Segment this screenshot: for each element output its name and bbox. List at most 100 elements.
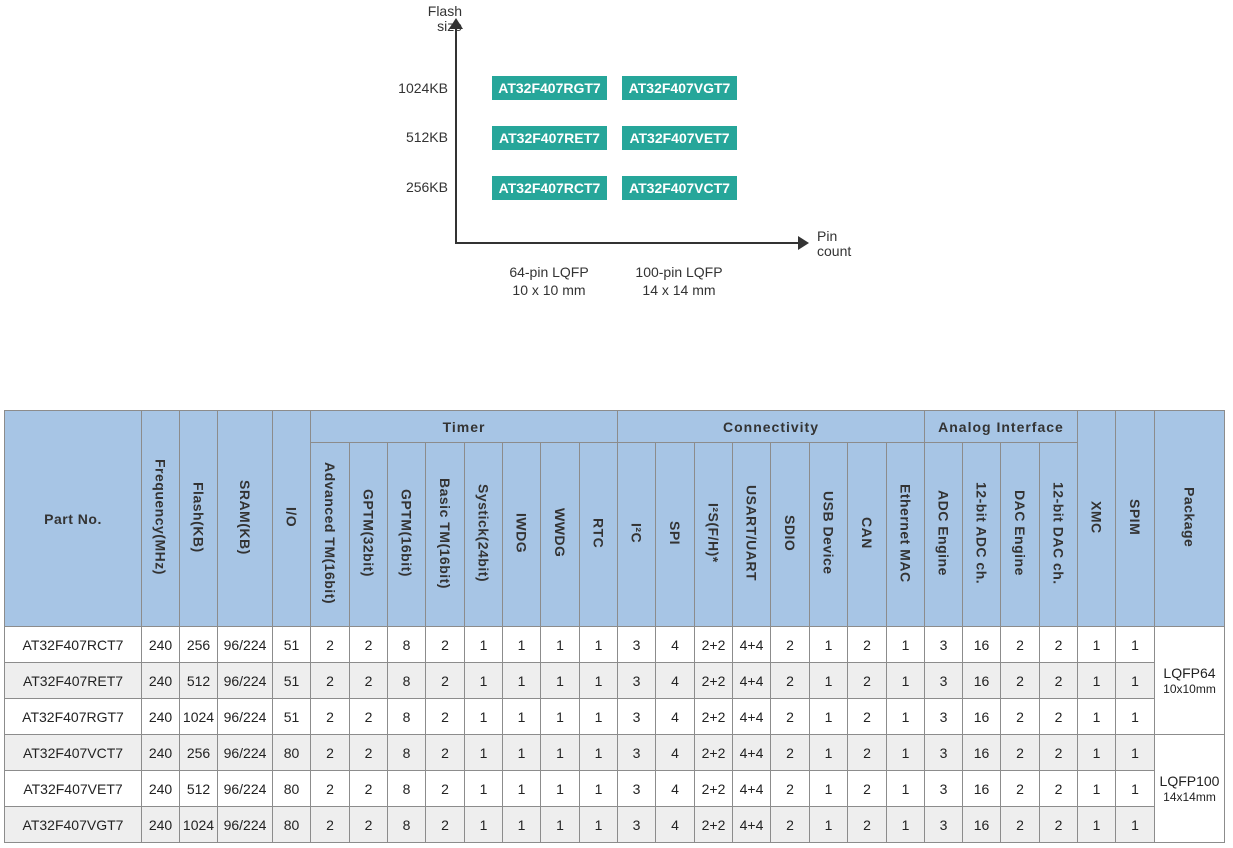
table-cell: 240 bbox=[141, 806, 180, 843]
chip-at32f407vet7[interactable]: AT32F407VET7 bbox=[622, 126, 737, 150]
table-cell: 1 bbox=[886, 734, 925, 771]
chip-at32f407vct7[interactable]: AT32F407VCT7 bbox=[622, 176, 737, 200]
col-header-flash: Flash(KB) bbox=[179, 410, 218, 627]
table-cell: 2 bbox=[770, 806, 810, 843]
col-header-label: Basic TM(16bit) bbox=[437, 477, 453, 589]
y-axis-title-line1: Flash bbox=[427, 3, 462, 19]
package-label-line1: 64-pin LQFP bbox=[509, 264, 589, 280]
flash-level-label: 256KB bbox=[405, 179, 448, 195]
table-cell: 2 bbox=[349, 770, 388, 807]
package-label-line2: 10 x 10 mm bbox=[512, 282, 586, 298]
table-cell: 1 bbox=[886, 626, 925, 663]
col-header-label: ADC Engine bbox=[935, 490, 952, 576]
table-cell: 2 bbox=[847, 734, 887, 771]
table-cell: 2 bbox=[1000, 698, 1040, 735]
table-cell: 2 bbox=[425, 662, 465, 699]
table-cell: 240 bbox=[141, 770, 180, 807]
table-cell: 96/224 bbox=[217, 626, 273, 663]
col-header-gptm16: GPTM(16bit) bbox=[387, 442, 426, 627]
table-cell: 1 bbox=[502, 698, 541, 735]
table-cell: 1 bbox=[1077, 770, 1116, 807]
table-cell: 80 bbox=[272, 734, 311, 771]
part-number-cell: AT32F407VET7 bbox=[4, 770, 142, 807]
chip-at32f407rct7[interactable]: AT32F407RCT7 bbox=[492, 176, 607, 200]
table-cell: 2 bbox=[770, 626, 810, 663]
table-cell: 4 bbox=[655, 734, 695, 771]
table-cell: 1 bbox=[809, 662, 848, 699]
col-header-ethernet-mac: Ethernet MAC bbox=[886, 442, 925, 627]
table-cell: 16 bbox=[962, 770, 1001, 807]
table-cell: 4 bbox=[655, 662, 695, 699]
col-header-label: I/O bbox=[283, 506, 300, 528]
table-cell: 2 bbox=[310, 626, 350, 663]
table-cell: 2+2 bbox=[694, 734, 733, 771]
table-cell: 512 bbox=[179, 662, 218, 699]
header-group-row: Part No. Frequency(MHz) Flash(KB) SRAM(K… bbox=[4, 410, 1225, 627]
table-cell: 1 bbox=[464, 806, 503, 843]
col-header-usb-device: USB Device bbox=[809, 442, 848, 627]
table-cell: 2 bbox=[1000, 734, 1040, 771]
table-cell: 2 bbox=[310, 806, 350, 843]
table-cell: 1 bbox=[1077, 734, 1116, 771]
group-header-timer: Timer bbox=[310, 410, 618, 443]
table-cell: 1 bbox=[502, 734, 541, 771]
table-cell: 4+4 bbox=[732, 662, 771, 699]
table-cell: 1 bbox=[1115, 770, 1155, 807]
table-cell: 1 bbox=[540, 626, 580, 663]
table-cell: 2 bbox=[1039, 770, 1078, 807]
table-cell: 2 bbox=[1000, 806, 1040, 843]
package-label-64pin: 64-pin LQFP 10 x 10 mm bbox=[479, 263, 619, 299]
table-cell: 2 bbox=[1000, 662, 1040, 699]
table-cell: 2 bbox=[770, 698, 810, 735]
table-cell: 256 bbox=[179, 626, 218, 663]
table-cell: 1 bbox=[1115, 698, 1155, 735]
table-cell: 3 bbox=[924, 698, 963, 735]
part-selector-diagram: Flash size Pin count 1024KB 512KB 256KB … bbox=[0, 0, 1233, 320]
flash-level-label: 1024KB bbox=[398, 80, 448, 96]
col-header-label: GPTM(32bit) bbox=[360, 489, 377, 577]
table-cell: 2 bbox=[847, 662, 887, 699]
table-cell: 1 bbox=[579, 662, 618, 699]
table-cell: 96/224 bbox=[217, 662, 273, 699]
table-cell: 256 bbox=[179, 734, 218, 771]
table-cell: 1 bbox=[579, 698, 618, 735]
table-cell: 1 bbox=[502, 770, 541, 807]
table-cell: 1 bbox=[1115, 626, 1155, 663]
table-cell: 1 bbox=[1115, 734, 1155, 771]
package-size: 14x14mm bbox=[1163, 789, 1216, 804]
col-header-usart: USART/UART bbox=[732, 442, 771, 627]
table-cell: 96/224 bbox=[217, 734, 273, 771]
chip-at32f407ret7[interactable]: AT32F407RET7 bbox=[492, 126, 607, 150]
x-axis-line bbox=[455, 242, 801, 244]
chip-at32f407vgt7[interactable]: AT32F407VGT7 bbox=[622, 76, 737, 100]
table-cell: 2 bbox=[1039, 662, 1078, 699]
table-cell: 4 bbox=[655, 626, 695, 663]
table-cell: 3 bbox=[617, 770, 656, 807]
col-header-label: SPI bbox=[667, 520, 683, 546]
col-header-dac-ch: 12-bit DAC ch. bbox=[1039, 442, 1078, 627]
chip-at32f407rgt7[interactable]: AT32F407RGT7 bbox=[492, 76, 607, 100]
table-cell: 16 bbox=[962, 626, 1001, 663]
table-cell: 1 bbox=[809, 698, 848, 735]
table-cell: 240 bbox=[141, 734, 180, 771]
table-cell: 512 bbox=[179, 770, 218, 807]
table-cell: 1 bbox=[809, 734, 848, 771]
col-header-label: DAC Engine bbox=[1012, 490, 1028, 576]
table-cell: 1 bbox=[1115, 806, 1155, 843]
col-header-label: SPIM bbox=[1127, 498, 1143, 536]
y-axis-line bbox=[455, 28, 457, 244]
package-name: LQFP100 bbox=[1159, 772, 1220, 789]
table-cell: 3 bbox=[617, 734, 656, 771]
table-cell: 2+2 bbox=[694, 806, 733, 843]
header-column-row: Advanced TM(16bit) GPTM(32bit) GPTM(16bi… bbox=[5, 442, 1225, 627]
table-cell: 4+4 bbox=[732, 698, 771, 735]
table-cell: 8 bbox=[387, 662, 426, 699]
col-header-can: CAN bbox=[847, 442, 887, 627]
table-cell: 2 bbox=[425, 770, 465, 807]
table-cell: 80 bbox=[272, 770, 311, 807]
col-header-label: I²C bbox=[628, 522, 645, 544]
table-cell: 51 bbox=[272, 698, 311, 735]
table-cell: 2 bbox=[425, 734, 465, 771]
col-header-label: Advanced TM(16bit) bbox=[322, 461, 338, 604]
table-cell: 1 bbox=[540, 806, 580, 843]
